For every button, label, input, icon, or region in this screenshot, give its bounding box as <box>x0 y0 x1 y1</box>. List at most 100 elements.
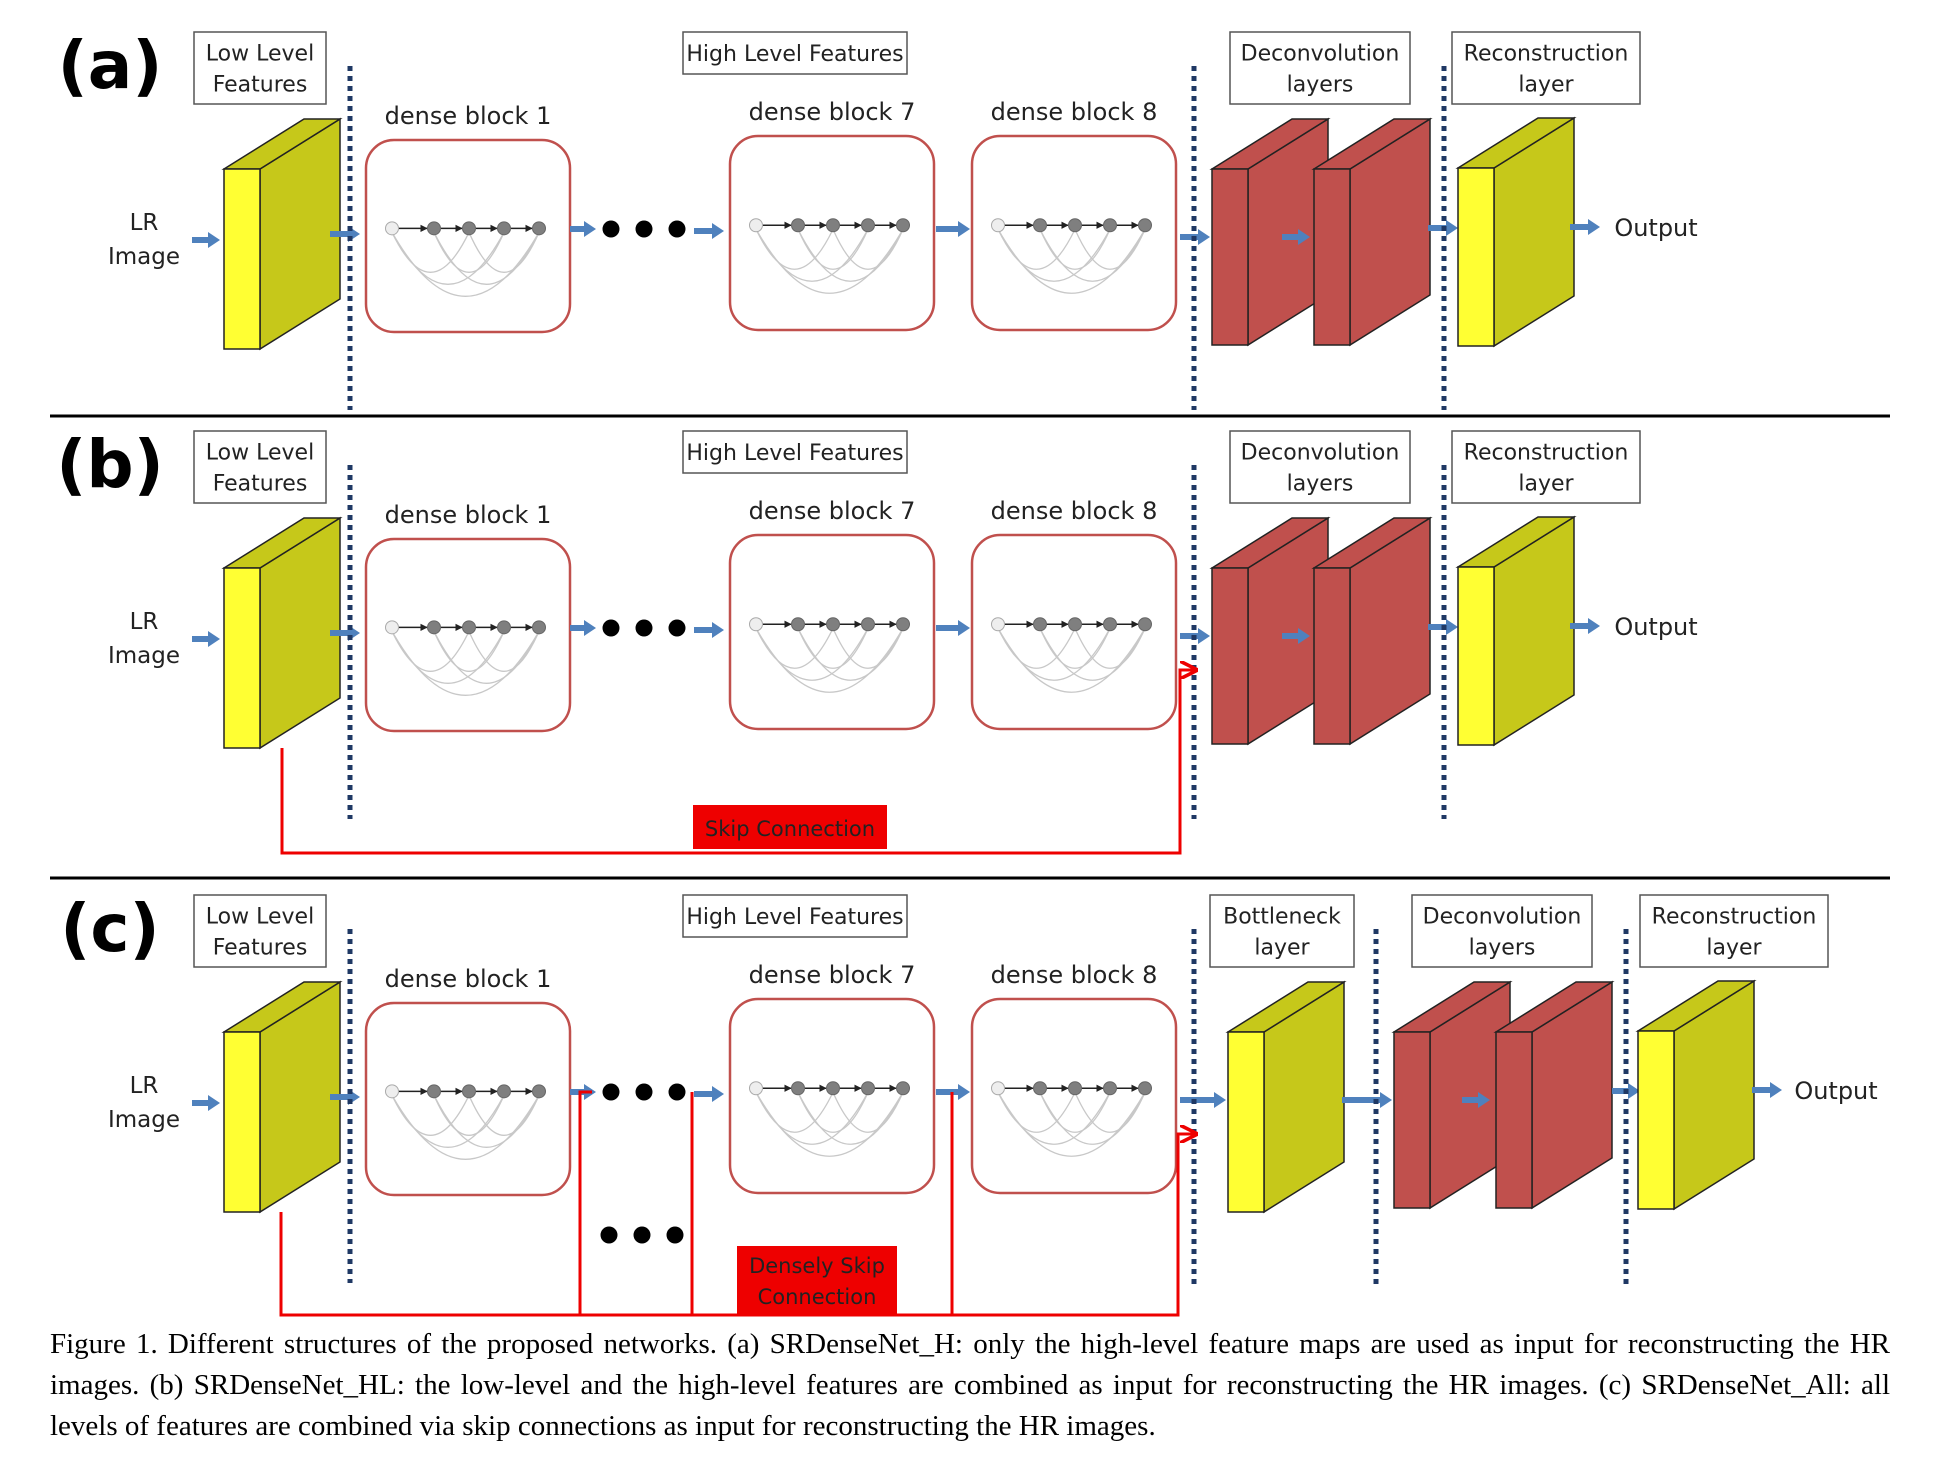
flow-arrow <box>936 221 970 237</box>
dense-block-8-skip-arc <box>997 1091 1146 1157</box>
deconvolution-layers-label-box <box>1229 430 1411 504</box>
dense-block-7-skip-arc <box>755 627 904 693</box>
dense-block-8-node <box>1068 617 1082 632</box>
flow-arrow <box>694 1086 724 1102</box>
dense-block-1-node <box>385 221 399 236</box>
input-label: Image <box>108 244 180 270</box>
high-level-features-label-box <box>682 894 908 938</box>
deconvolution-layers-label-text: layers <box>1287 472 1354 497</box>
deconvolution-layers-label-text: layers <box>1287 73 1354 98</box>
ellipsis-dot <box>635 619 653 637</box>
dense-block-1-node <box>532 221 546 236</box>
dense-block-8-node <box>1103 617 1117 632</box>
dense-block-1-node <box>532 1084 546 1099</box>
panel-tag: (c) <box>60 890 159 967</box>
low-level-features-label-box <box>193 430 327 504</box>
low-level-features-label-text: Features <box>213 936 308 961</box>
dense-block-7 <box>728 533 936 731</box>
densely-skip-connection-label: Densely Skip <box>749 1254 885 1278</box>
flow-arrow <box>936 620 970 636</box>
dense-block-1-skip-arc <box>468 232 540 273</box>
flow-arrow <box>1282 229 1310 245</box>
low-level-features-label-text: Low Level <box>206 905 314 930</box>
input-label: LR <box>130 609 159 635</box>
dense-block-8-node <box>1103 1081 1117 1096</box>
reconstruction-layer-label-text: Reconstruction <box>1652 905 1817 930</box>
dense-block-8 <box>970 134 1178 332</box>
dense-block-8 <box>970 533 1178 731</box>
dense-block-1-node <box>427 221 441 236</box>
reconstruction-layer-label-box <box>1639 894 1829 968</box>
reconstruction-layer-label-text: Reconstruction <box>1464 42 1629 67</box>
output-arrow <box>1570 618 1600 634</box>
dense-block-1-skip-arc <box>433 1095 540 1148</box>
input-label: LR <box>130 1073 159 1099</box>
dense-block-1-skip-arc <box>433 1095 505 1136</box>
output-label: Output <box>1614 613 1697 641</box>
reconstruction-feature-map-front <box>1457 566 1495 746</box>
dense-block-1 <box>364 138 572 334</box>
dense-block-8 <box>970 997 1178 1195</box>
figure-caption: Figure 1. Different structures of the pr… <box>50 1328 1890 1442</box>
input-label: Image <box>108 1107 180 1133</box>
deconvolution-layers-label-text: Deconvolution <box>1241 441 1400 466</box>
ellipsis-dot <box>602 220 620 238</box>
dense-block-7-skip-arc <box>797 228 904 282</box>
deconvolution-layer-front <box>1313 567 1351 745</box>
dense-block-1-node <box>462 221 476 236</box>
dense-block-1-node <box>497 221 511 236</box>
deconvolution-layer-front <box>1313 168 1351 346</box>
dense-block-8-node <box>1138 1081 1152 1096</box>
dense-block-8-skip-arc <box>997 228 1146 294</box>
dense-block-8-node <box>1033 617 1047 632</box>
dense-block-7 <box>728 997 936 1195</box>
dense-block-7-node <box>861 1081 875 1096</box>
high-level-features-label-text: High Level Features <box>686 42 903 67</box>
bottleneck-layer-label-text: Bottleneck <box>1223 905 1341 930</box>
bottleneck-layer-label-text: layer <box>1254 936 1310 961</box>
dense-block-1 <box>364 537 572 733</box>
dense-block-7-node <box>861 617 875 632</box>
dense-block-7-skip-arc <box>797 627 904 681</box>
ellipsis-dot <box>666 1226 684 1244</box>
dense-block-8-skip-arc <box>1039 228 1146 282</box>
dense-block-7-node <box>749 1081 763 1096</box>
skip-connection-label: Skip Connection <box>705 817 875 841</box>
dense-block-8-node <box>1033 218 1047 233</box>
dense-block-8-skip-arc <box>1039 228 1111 270</box>
dense-block-1-label: dense block 1 <box>385 102 552 130</box>
dense-block-7-node <box>826 617 840 632</box>
ellipsis-dot <box>600 1226 618 1244</box>
deconvolution-layer-front <box>1393 1031 1431 1209</box>
output-label: Output <box>1794 1077 1877 1105</box>
input-arrow <box>192 631 220 647</box>
dense-block-1-skip-arc <box>391 630 540 696</box>
dense-block-7-node <box>896 617 910 632</box>
dense-block-8-label: dense block 8 <box>991 961 1158 989</box>
dense-block-7-node <box>896 218 910 233</box>
dense-block-1-skip-arc <box>468 631 540 672</box>
dense-block-8-node <box>1068 1081 1082 1096</box>
reconstruction-layer-label-text: layer <box>1706 936 1762 961</box>
dense-block-7-node <box>749 617 763 632</box>
low-level-features-label-text: Features <box>213 73 308 98</box>
low-level-features-label-box <box>193 894 327 968</box>
reconstruction-layer-label-text: Reconstruction <box>1464 441 1629 466</box>
high-level-features-label-box <box>682 430 908 474</box>
dense-block-8-skip-arc <box>1039 1091 1111 1133</box>
dense-block-8-node <box>991 1081 1005 1096</box>
deconvolution-layers-label-box <box>1229 31 1411 105</box>
densely-skip-connection-box <box>737 1246 897 1315</box>
flow-arrow <box>570 221 596 237</box>
skip-connection-line <box>280 670 1196 855</box>
dense-block-1-node <box>427 1084 441 1099</box>
dense-block-8-skip-arc <box>1039 627 1111 669</box>
dense-block-1-node <box>532 620 546 635</box>
input-label: LR <box>130 210 159 236</box>
deconvolution-layers-label-text: Deconvolution <box>1423 905 1582 930</box>
reconstruction-layer-label-text: layer <box>1518 472 1574 497</box>
flow-arrow <box>694 223 724 239</box>
output-arrow <box>1752 1082 1782 1098</box>
flow-arrow <box>1342 1092 1392 1108</box>
